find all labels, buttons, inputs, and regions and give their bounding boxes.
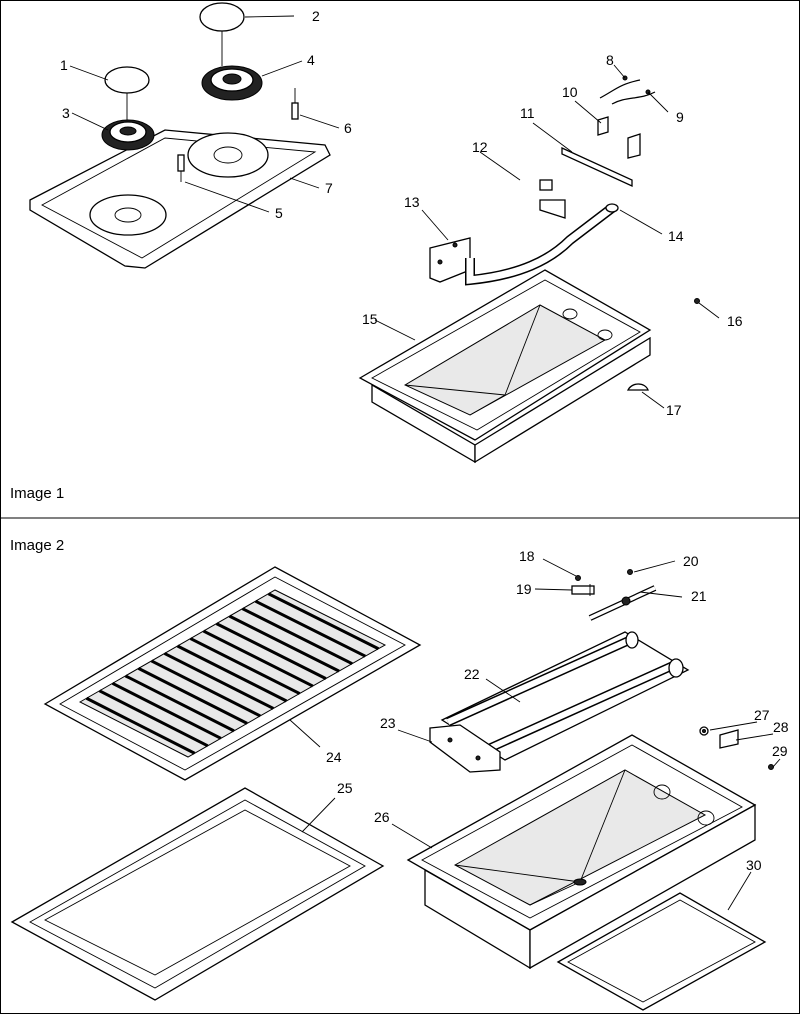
- screw-20: [627, 569, 633, 575]
- leader-lines-image-2: [289, 558, 781, 911]
- callout-29: 29: [772, 743, 788, 759]
- bracket-28: [719, 729, 739, 749]
- bracket-10: [597, 116, 641, 159]
- burner-cap-large: [199, 2, 245, 66]
- screw-18: [575, 575, 581, 581]
- grease-tray: [556, 892, 767, 1011]
- igniter-5: [177, 154, 185, 182]
- callout-8: 8: [606, 52, 614, 68]
- callout-27: 27: [754, 707, 770, 723]
- callout-9: 9: [676, 109, 684, 125]
- callout-6: 6: [344, 120, 352, 136]
- callout-2: 2: [312, 8, 320, 24]
- callout-14: 14: [668, 228, 684, 244]
- callout-12: 12: [472, 139, 488, 155]
- callout-19: 19: [516, 581, 532, 597]
- callout-7: 7: [325, 180, 333, 196]
- callout-25: 25: [337, 780, 353, 796]
- screw-16: [694, 298, 700, 304]
- callout-17: 17: [666, 402, 682, 418]
- callout-4: 4: [307, 52, 315, 68]
- grate-bar: [176, 644, 288, 703]
- grate-bar: [124, 674, 235, 733]
- callout-1: 1: [60, 57, 68, 73]
- gas-supply-tube: [465, 203, 619, 286]
- igniter-6: [291, 88, 299, 120]
- panel-label-image-2: Image 2: [10, 537, 65, 554]
- callout-21: 21: [691, 588, 707, 604]
- grate-bar: [137, 667, 248, 725]
- panel-label-image-1: Image 1: [10, 485, 65, 502]
- grate-bar: [98, 689, 209, 748]
- screw-29: [768, 764, 774, 770]
- callout-28: 28: [773, 719, 789, 735]
- grate-bar: [202, 629, 314, 688]
- mounting-bracket-13: [429, 237, 471, 283]
- burner-cap-small: [104, 66, 150, 125]
- gas-tube-loop: [475, 168, 566, 219]
- callout-18: 18: [519, 548, 535, 564]
- grate-bar: [85, 696, 196, 755]
- callout-10: 10: [562, 84, 578, 100]
- burner-box: [358, 269, 652, 464]
- grate-bar: [267, 592, 380, 651]
- fastener-27: [699, 726, 709, 736]
- clip-17: [626, 383, 649, 391]
- callout-30: 30: [746, 857, 762, 873]
- igniter-wires: [599, 75, 656, 105]
- drip-tray: [10, 787, 385, 1001]
- callout-22: 22: [464, 666, 480, 682]
- callout-15: 15: [362, 311, 378, 327]
- orifice-19: [571, 584, 595, 596]
- callout-5: 5: [275, 205, 283, 221]
- burner-head-small: [101, 119, 155, 151]
- grate-bar: [150, 659, 261, 718]
- grate-bar: [254, 599, 366, 658]
- callout-11: 11: [520, 105, 535, 121]
- grate-bar: [111, 681, 222, 740]
- grill-grate: [43, 566, 422, 781]
- callout-20: 20: [683, 553, 699, 569]
- grill-burner-box: [406, 734, 757, 970]
- leader-lines-image-1: [69, 15, 720, 409]
- callout-16: 16: [727, 313, 743, 329]
- cooktop-top-plate: [29, 129, 331, 269]
- igniter-rod-21: [588, 585, 657, 621]
- callout-24: 24: [326, 749, 342, 765]
- burner-bracket-23: [429, 724, 501, 773]
- grate-bar: [215, 622, 327, 680]
- callout-13: 13: [404, 194, 420, 210]
- grate-bar: [241, 607, 353, 666]
- callout-26: 26: [374, 809, 390, 825]
- callout-3: 3: [62, 105, 70, 121]
- burner-head-large: [201, 65, 263, 101]
- grate-bar: [163, 652, 275, 710]
- manifold-bracket: [561, 146, 633, 188]
- grill-burner-assembly: [440, 631, 690, 761]
- callout-23: 23: [380, 715, 396, 731]
- grate-bar: [228, 614, 340, 673]
- grate-bar: [189, 637, 301, 695]
